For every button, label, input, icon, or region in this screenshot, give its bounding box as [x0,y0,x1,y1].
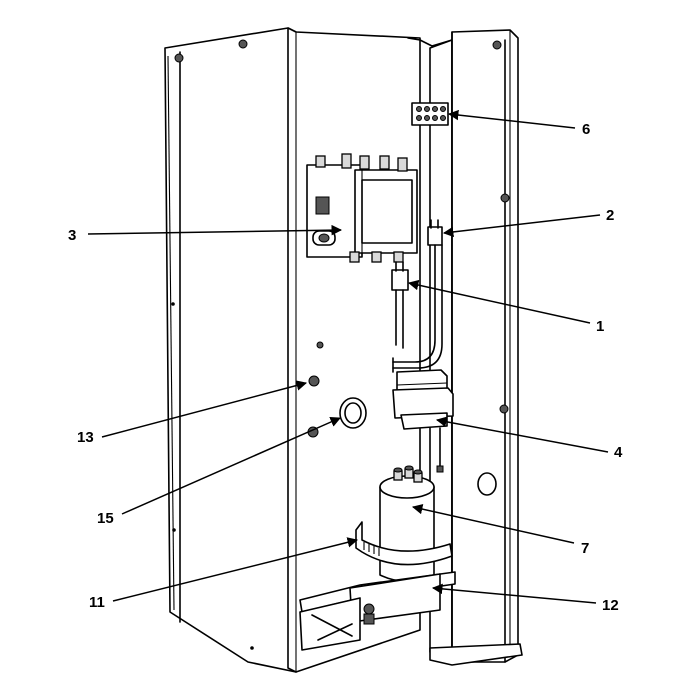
contactor [306,153,418,263]
callout-12: 12 [602,597,619,614]
leader-lines [87,109,609,604]
callout-1: 1 [596,318,604,335]
callout-3: 3 [68,227,76,244]
leader-1 [407,279,591,324]
grommet [339,397,367,429]
left-side-panel [164,27,297,673]
right-corner-post [429,29,523,666]
callout-7: 7 [581,540,589,557]
leader-2 [442,214,601,238]
capacitor-bracket [299,571,456,651]
callout-labels: 6 3 2 1 13 4 15 7 11 12 [68,121,623,614]
leader-12 [431,583,597,604]
leader-6 [447,109,576,129]
leader-15 [121,417,341,515]
capacitor-strap [355,521,453,566]
leader-11 [112,537,359,602]
wire-harness-connectors [391,219,443,373]
transformer [392,369,454,473]
callout-11: 11 [89,594,105,611]
leader-7 [411,503,575,544]
callout-6: 6 [582,121,590,138]
leader-3 [87,224,343,236]
leader-4 [435,416,609,453]
callout-2: 2 [606,207,614,224]
callout-13: 13 [77,429,94,446]
leader-13 [101,380,308,438]
callout-15: 15 [97,510,114,527]
terminal-block [411,102,449,126]
callout-4: 4 [614,444,623,461]
